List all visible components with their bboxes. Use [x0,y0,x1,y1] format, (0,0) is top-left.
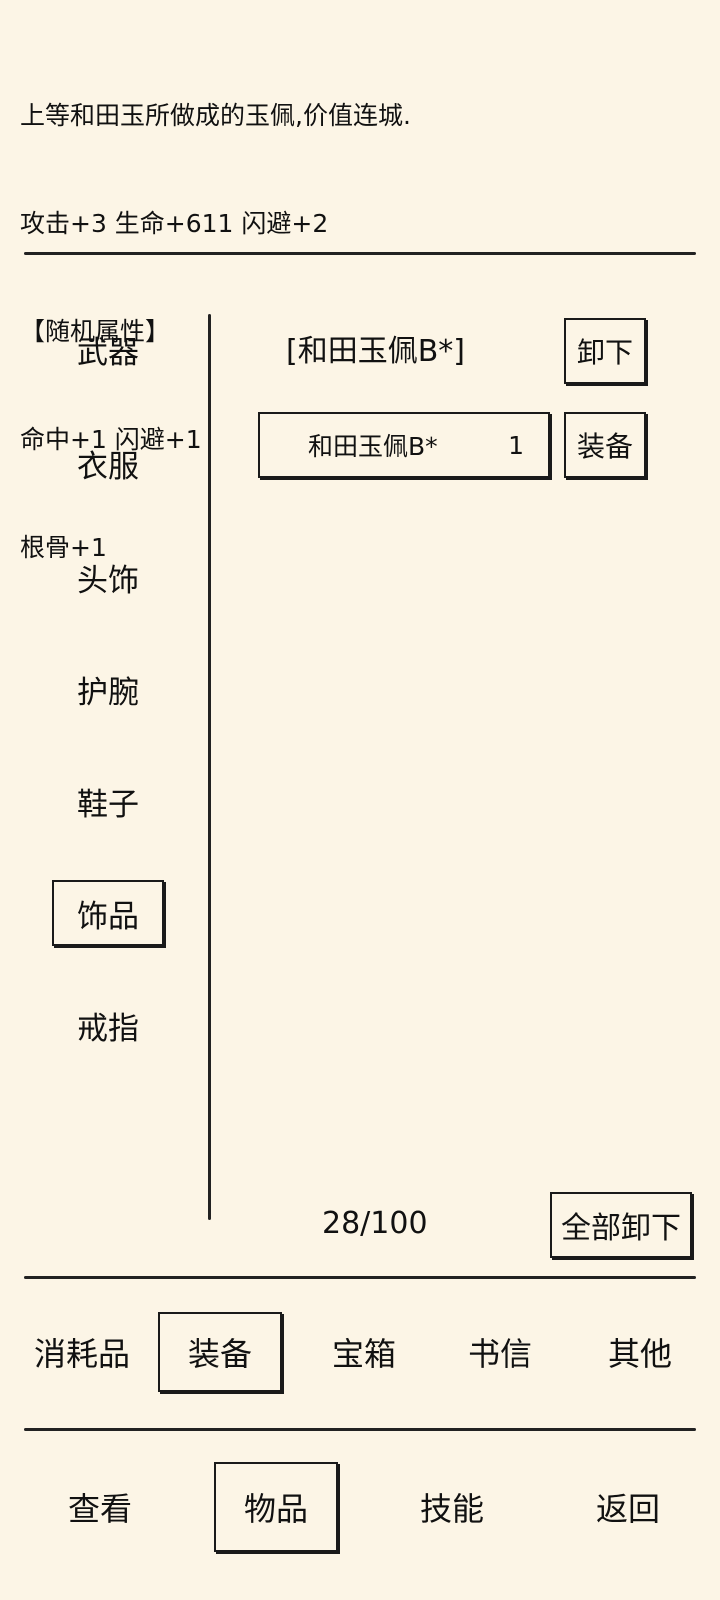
nav-back[interactable]: 返回 [568,1462,688,1552]
category-ring[interactable]: 戒指 [52,992,164,1058]
nav-items[interactable]: 物品 [214,1462,338,1552]
equipped-item-name: [和田玉佩B*] [286,334,465,369]
tab-label: 消耗品 [33,1335,130,1373]
tab-equipment[interactable]: 装备 [158,1312,282,1392]
unequip-label: 卸下 [576,336,633,369]
description-line: 【随机属性】 [20,317,171,346]
item-description: 上等和田玉所做成的玉佩,价值连城. 攻击+3 生命+611 闪避+2 【随机属性… [20,26,700,602]
inventory-item-count: 1 [508,430,524,460]
divider-middle [24,1276,696,1279]
nav-label: 技能 [419,1490,484,1528]
divider-bottom [24,1428,696,1431]
tab-consumables[interactable]: 消耗品 [22,1312,142,1392]
category-shoes[interactable]: 鞋子 [52,768,164,834]
category-accessory[interactable]: 饰品 [52,880,164,946]
tab-label: 宝箱 [331,1335,396,1373]
tab-chests[interactable]: 宝箱 [304,1312,424,1392]
inventory-capacity: 28/100 [322,1206,428,1241]
nav-view[interactable]: 查看 [40,1462,160,1552]
divider-top [24,252,696,255]
description-line: 攻击+3 生命+611 闪避+2 [20,209,329,238]
category-clothes[interactable]: 衣服 [52,430,164,496]
description-line: 命中+1 闪避+1 [20,425,202,454]
tab-letters[interactable]: 书信 [440,1312,560,1392]
tab-label: 书信 [467,1335,532,1373]
category-label: 戒指 [77,1010,139,1047]
category-label: 饰品 [77,898,139,935]
category-label: 鞋子 [77,786,139,823]
description-line: 上等和田玉所做成的玉佩,价值连城. [20,101,411,130]
category-label: 衣服 [77,448,139,485]
tab-others[interactable]: 其他 [580,1312,700,1392]
unequip-all-button[interactable]: 全部卸下 [550,1192,692,1258]
description-line: 根骨+1 [20,533,107,562]
nav-label: 查看 [67,1490,132,1528]
inventory-item-name: 和田玉佩B* [308,432,438,461]
category-weapon[interactable]: 武器 [52,316,164,382]
category-bracer[interactable]: 护腕 [52,656,164,722]
equip-label: 装备 [576,430,633,463]
sidebar-divider [208,314,211,1220]
nav-label: 物品 [243,1490,308,1528]
unequip-all-label: 全部卸下 [561,1211,681,1246]
equip-button[interactable]: 装备 [564,412,646,478]
unequip-button[interactable]: 卸下 [564,318,646,384]
category-headwear[interactable]: 头饰 [52,544,164,610]
inventory-item-row[interactable]: 和田玉佩B* 1 [258,412,550,478]
tab-label: 其他 [607,1335,672,1373]
nav-skills[interactable]: 技能 [392,1462,512,1552]
category-label: 武器 [77,334,139,371]
category-label: 头饰 [77,562,139,599]
category-label: 护腕 [77,674,139,711]
tab-label: 装备 [187,1335,252,1373]
nav-label: 返回 [595,1490,660,1528]
